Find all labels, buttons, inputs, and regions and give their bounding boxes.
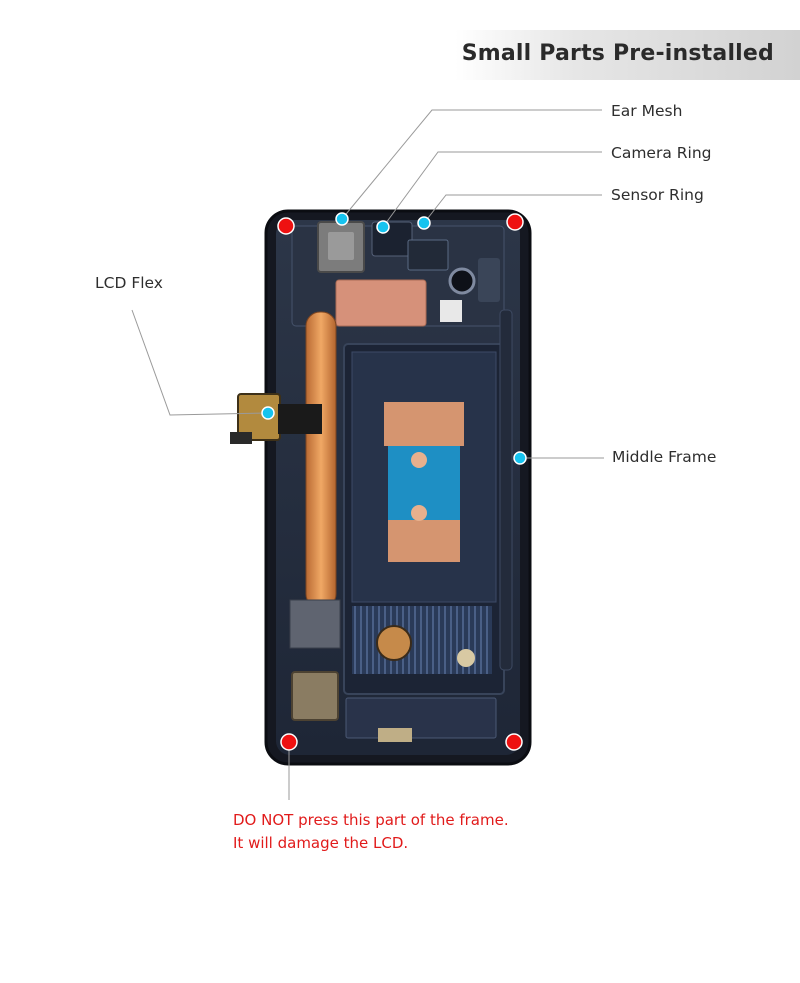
label-lcd-flex: LCD Flex <box>95 274 163 292</box>
label-camera-ring: Camera Ring <box>611 144 712 162</box>
copper-pad-top <box>384 402 464 446</box>
marker-ear-mesh <box>335 212 349 226</box>
ear-mesh-grille <box>328 232 354 260</box>
marker-lcd-flex <box>261 406 275 420</box>
line-sensor-ring <box>423 194 602 224</box>
lcd-flex-ribbon <box>278 404 322 434</box>
header-banner: Small Parts Pre-installed <box>455 30 800 80</box>
contact-dot-1 <box>411 452 427 468</box>
marker-corner-top-left <box>277 217 295 235</box>
bottom-board <box>345 697 497 739</box>
right-top-bracket <box>478 258 500 302</box>
vibration-motor <box>376 625 412 661</box>
banner-title: Small Parts Pre-installed <box>461 41 774 66</box>
contact-dot-2 <box>411 505 427 521</box>
left-bracket <box>289 599 341 649</box>
marker-camera-ring <box>376 220 390 234</box>
side-button-strip <box>499 309 513 671</box>
usb-module <box>291 671 339 721</box>
line-ear-mesh <box>341 109 602 220</box>
copper-pad-bottom <box>388 520 460 562</box>
copper-shield <box>335 279 427 327</box>
qr-label <box>440 300 462 322</box>
sensor-flex <box>407 239 449 271</box>
marker-middle-frame <box>513 451 527 465</box>
marker-corner-top-right <box>506 213 524 231</box>
marker-corner-bottom-right <box>505 733 523 751</box>
callout-lines <box>131 109 604 800</box>
label-middle-frame: Middle Frame <box>612 448 717 466</box>
small-contact <box>457 649 475 667</box>
heat-pipe <box>305 311 337 609</box>
line-lcd-flex <box>131 309 269 416</box>
warning-line-2: It will damage the LCD. <box>233 834 409 852</box>
label-ear-mesh: Ear Mesh <box>611 102 683 120</box>
line-camera-ring <box>382 151 602 228</box>
marker-sensor-ring <box>417 216 431 230</box>
camera-hole <box>448 267 476 295</box>
warning-line-1: DO NOT press this part of the frame. <box>233 811 509 829</box>
bottom-connector <box>378 728 412 742</box>
marker-corner-bottom-left <box>280 733 298 751</box>
label-sensor-ring: Sensor Ring <box>611 186 704 204</box>
warning-note: DO NOT press this part of the frame. It … <box>233 809 509 855</box>
lcd-flex-tail <box>230 432 252 444</box>
